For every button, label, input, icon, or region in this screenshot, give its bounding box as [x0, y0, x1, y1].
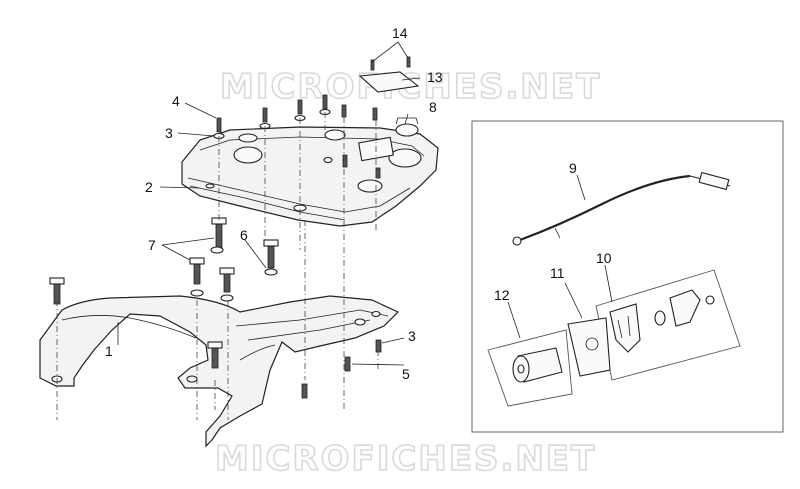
- bolts-middle: [49, 217, 382, 399]
- screws-top: [213, 94, 381, 179]
- part-13-plate: [358, 56, 420, 93]
- callout-10: 10: [596, 250, 612, 266]
- leaders: [117, 41, 421, 366]
- callout-3b: 3: [408, 328, 416, 344]
- callout-6: 6: [240, 227, 248, 243]
- callout-13: 13: [427, 69, 443, 85]
- part-2-rack-plate: [181, 126, 439, 227]
- callout-8: 8: [429, 99, 437, 115]
- callout-12: 12: [494, 287, 510, 303]
- part-1-bracket: [39, 295, 400, 448]
- callout-1: 1: [105, 343, 113, 359]
- callout-9: 9: [569, 160, 577, 176]
- callout-11: 11: [550, 265, 565, 281]
- callout-labels: 1 2 3 3 4 5 6 7 8 9 10 11 12 13 14: [105, 25, 612, 382]
- watermark-bottom: MICROFICHES.NET: [215, 439, 596, 479]
- callout-2: 2: [145, 179, 153, 195]
- callout-3a: 3: [165, 125, 173, 141]
- center-lines: [56, 112, 379, 420]
- lock-assembly-panel: [471, 120, 784, 433]
- callout-5: 5: [402, 366, 410, 382]
- callout-4: 4: [172, 93, 180, 109]
- part-8-cap: [395, 117, 419, 137]
- callout-7: 7: [148, 237, 156, 253]
- callout-14: 14: [392, 25, 408, 41]
